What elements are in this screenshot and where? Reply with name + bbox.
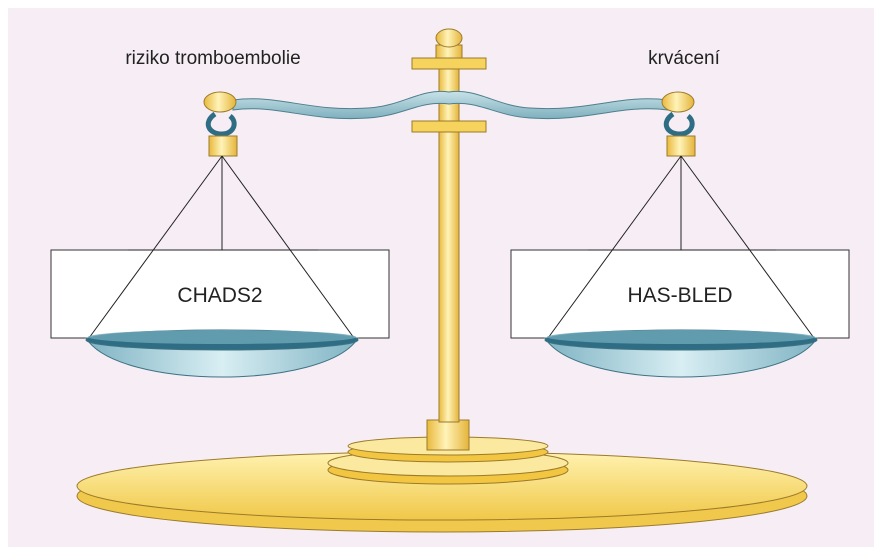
left-pan-strings: [88, 155, 355, 339]
scale-base: [76, 419, 808, 533]
balance-scale-illustration: [50, 28, 850, 533]
right-hanger: [661, 91, 696, 157]
left-side-label: riziko tromboembolie: [125, 48, 301, 69]
left-box-label: CHADS2: [177, 284, 263, 307]
right-pan-strings: [547, 155, 815, 339]
right-label-box: [510, 249, 850, 339]
left-hanger: [203, 91, 238, 157]
right-box-label: HAS-BLED: [627, 284, 733, 307]
diagram-canvas: riziko tromboembolie krvácení CHADS2 HAS…: [8, 8, 874, 547]
left-label-box: [50, 249, 390, 339]
right-pan: [544, 329, 818, 378]
right-side-label: krvácení: [648, 48, 720, 69]
left-pan: [85, 329, 359, 378]
scale-pillar: [411, 28, 487, 423]
